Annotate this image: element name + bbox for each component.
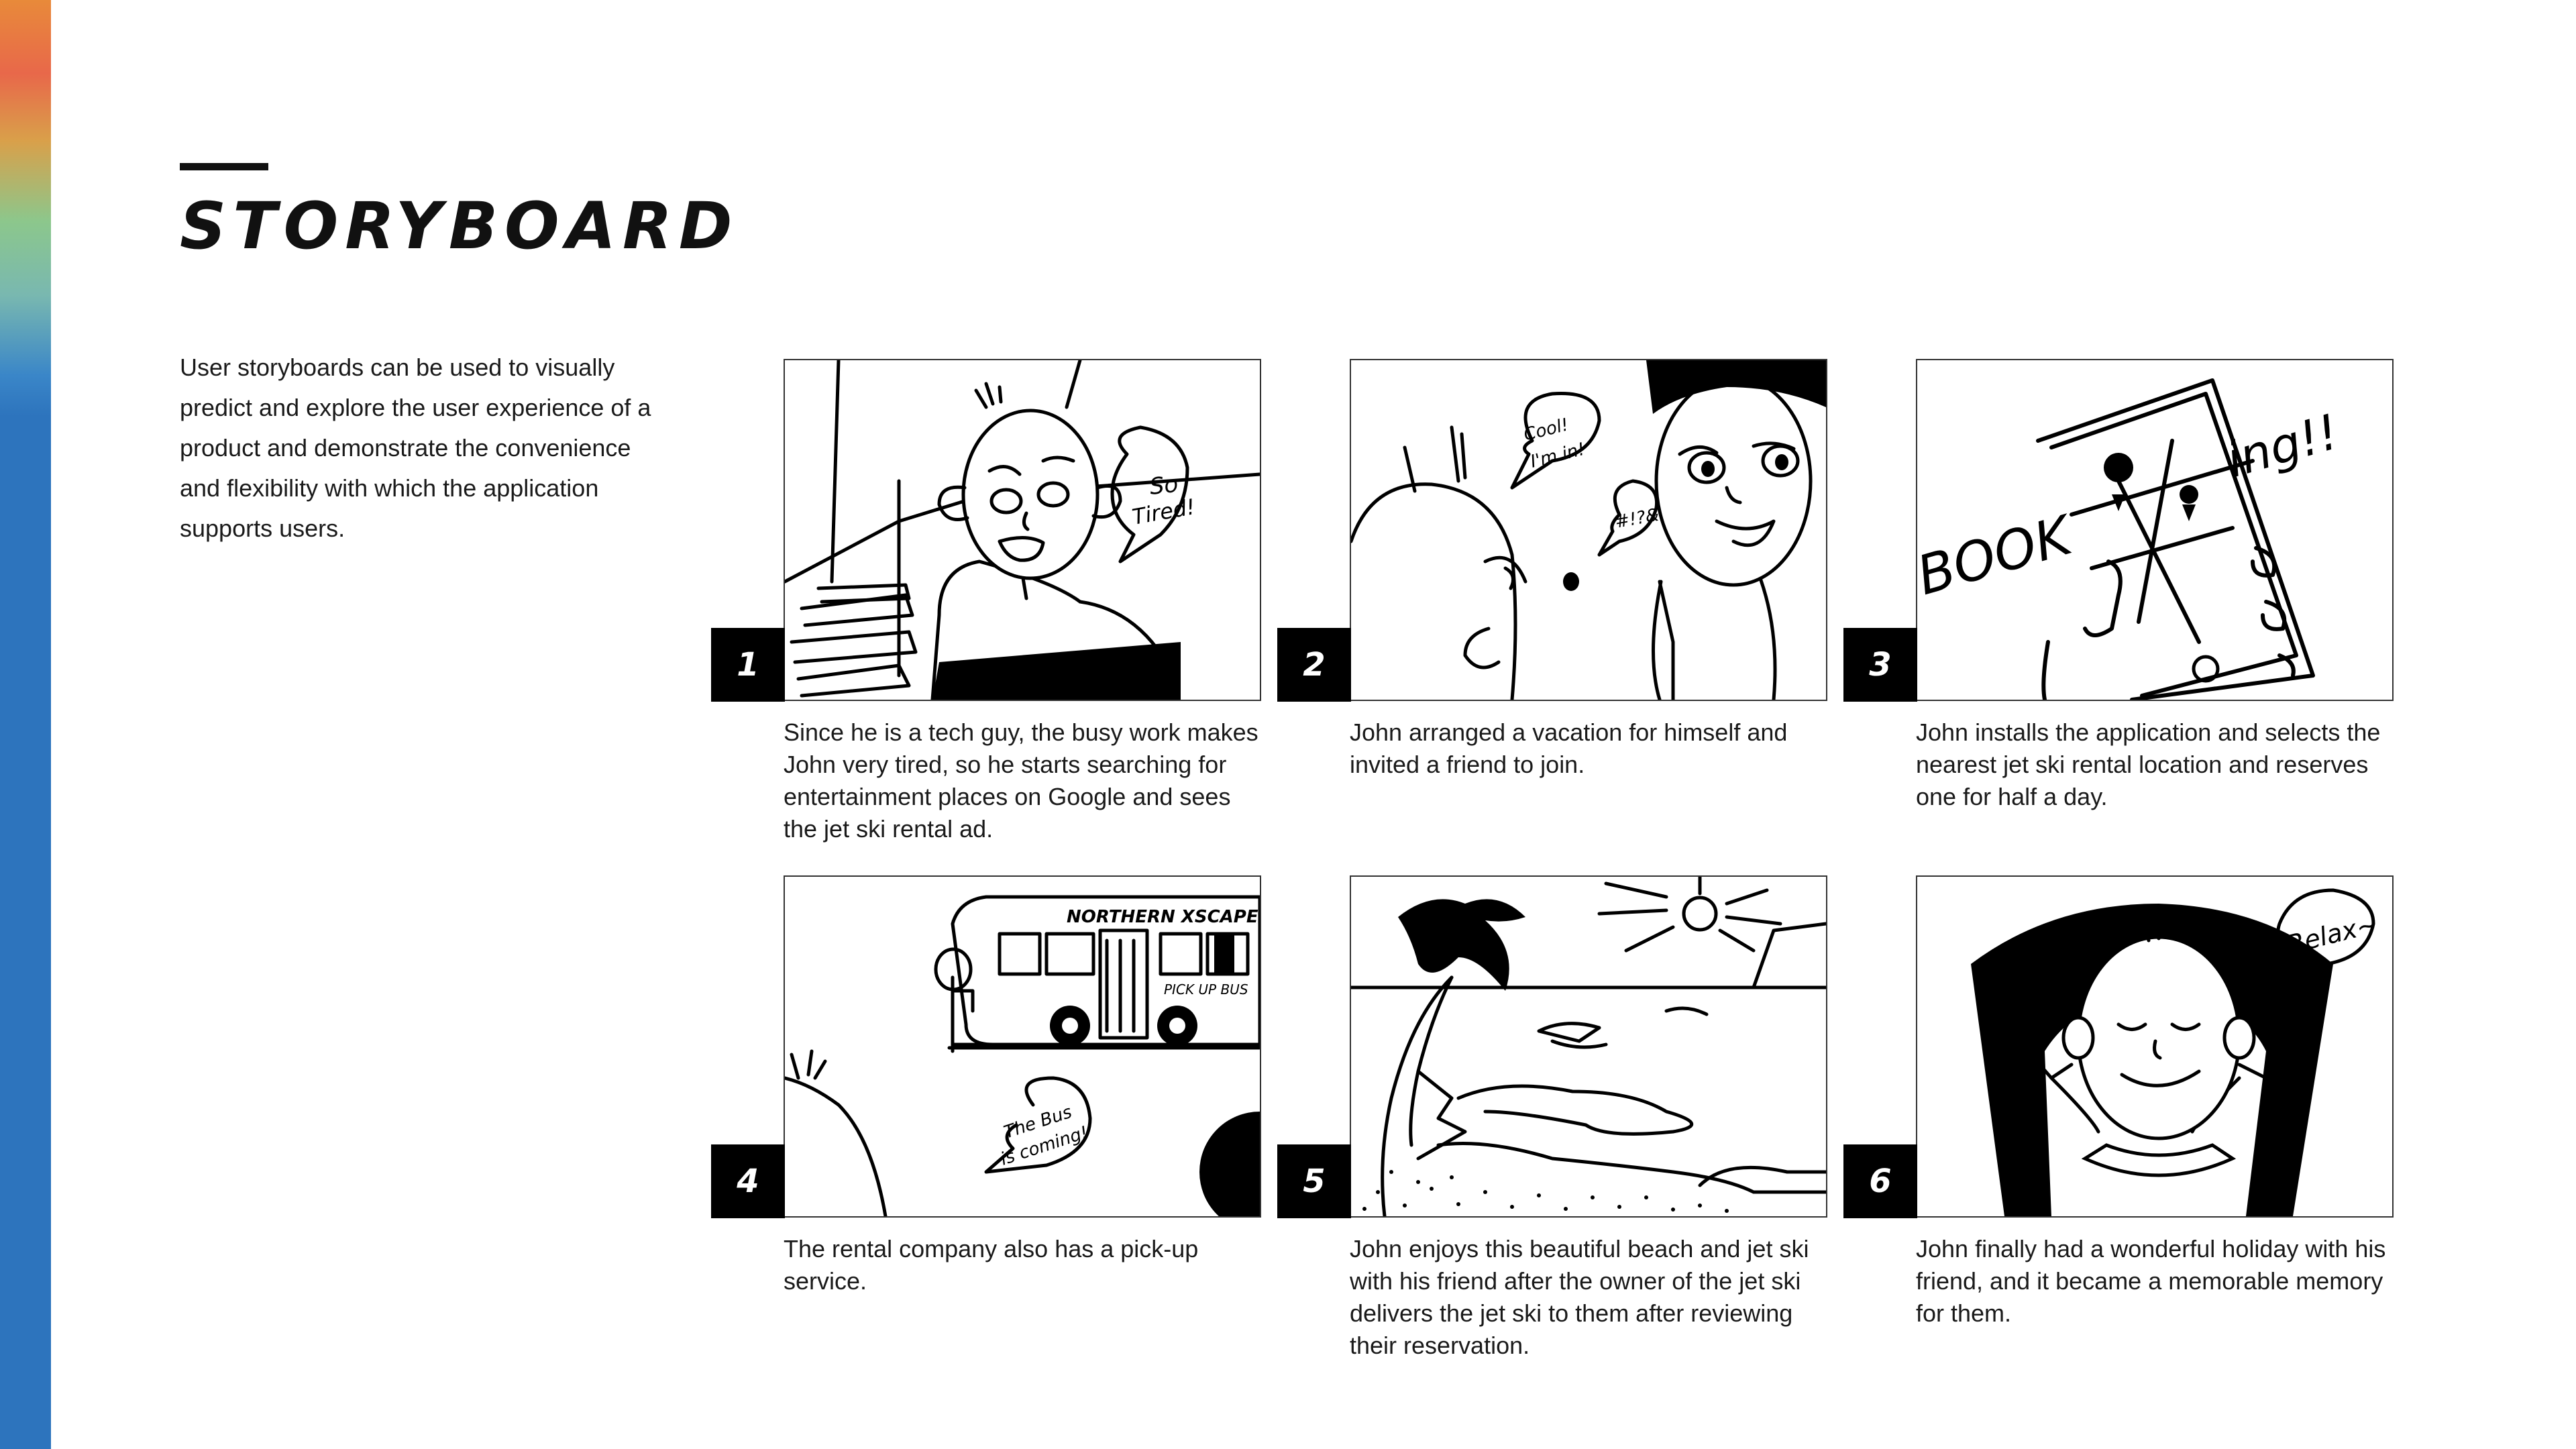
panel-caption: John enjoys this beautiful beach and jet… [1350,1235,1809,1359]
svg-text:Relax~: Relax~ [2284,909,2381,960]
panel-caption: Since he is a tech guy, the busy work ma… [784,718,1258,843]
panel-number-badge: 6 [1843,1144,1917,1218]
panel-number-badge: 5 [1277,1144,1351,1218]
svg-text:#!?&: #!?& [1613,505,1660,533]
panel-number-badge: 2 [1277,628,1351,702]
panel-number-badge: 4 [711,1144,785,1218]
panel-5-illustration [1351,877,1826,1216]
panel-caption: John arranged a vacation for himself and… [1350,718,1788,778]
panel-caption: John installs the application and select… [1916,718,2381,810]
panel-number-badge: 3 [1843,628,1917,702]
svg-text:Tired!: Tired! [1130,494,1197,530]
svg-text:I'm in!: I'm in! [1528,439,1587,472]
svg-text:ing!!: ing!! [2220,403,2345,488]
title-accent-bar [180,163,268,170]
page-title: STORYBOARD [180,189,739,264]
storyboard-panel-2: Cool! I'm in! #!?& [1350,359,1827,701]
panel-4-illustration: NORTHERN XSCAPE PICK UP BUS The Bus is c… [785,895,1260,1216]
decorative-gradient-strip [0,0,51,1449]
svg-text:NORTHERN XSCAPE: NORTHERN XSCAPE [1067,907,1258,927]
storyboard-panel-4: NORTHERN XSCAPE PICK UP BUS The Bus is c… [784,875,1261,1218]
svg-text:PICK UP BUS: PICK UP BUS [1164,981,1248,998]
panel-1-illustration: So Tired! [785,360,1260,700]
panel-number-badge: 1 [711,628,785,702]
panel-3-illustration: BOOK ing!! [1917,378,2345,700]
panel-caption: The rental company also has a pick-up se… [784,1235,1199,1295]
panel-6-illustration: Relax~ [1971,888,2381,1216]
panel-2-illustration: Cool! I'm in! #!?& [1351,360,1826,700]
storyboard-panel-5 [1350,875,1827,1218]
svg-text:BOOK: BOOK [1917,503,2082,607]
storyboard-panel-6: Relax~ [1916,875,2394,1218]
intro-text: User storyboards can be used to visually… [180,354,651,542]
svg-text:So: So [1148,471,1179,500]
panel-caption: John finally had a wonderful holiday wit… [1916,1235,2386,1327]
storyboard-panel-1: So Tired! [784,359,1261,701]
svg-text:Cool!: Cool! [1521,415,1570,445]
storyboard-panel-3: BOOK ing!! [1916,359,2394,701]
